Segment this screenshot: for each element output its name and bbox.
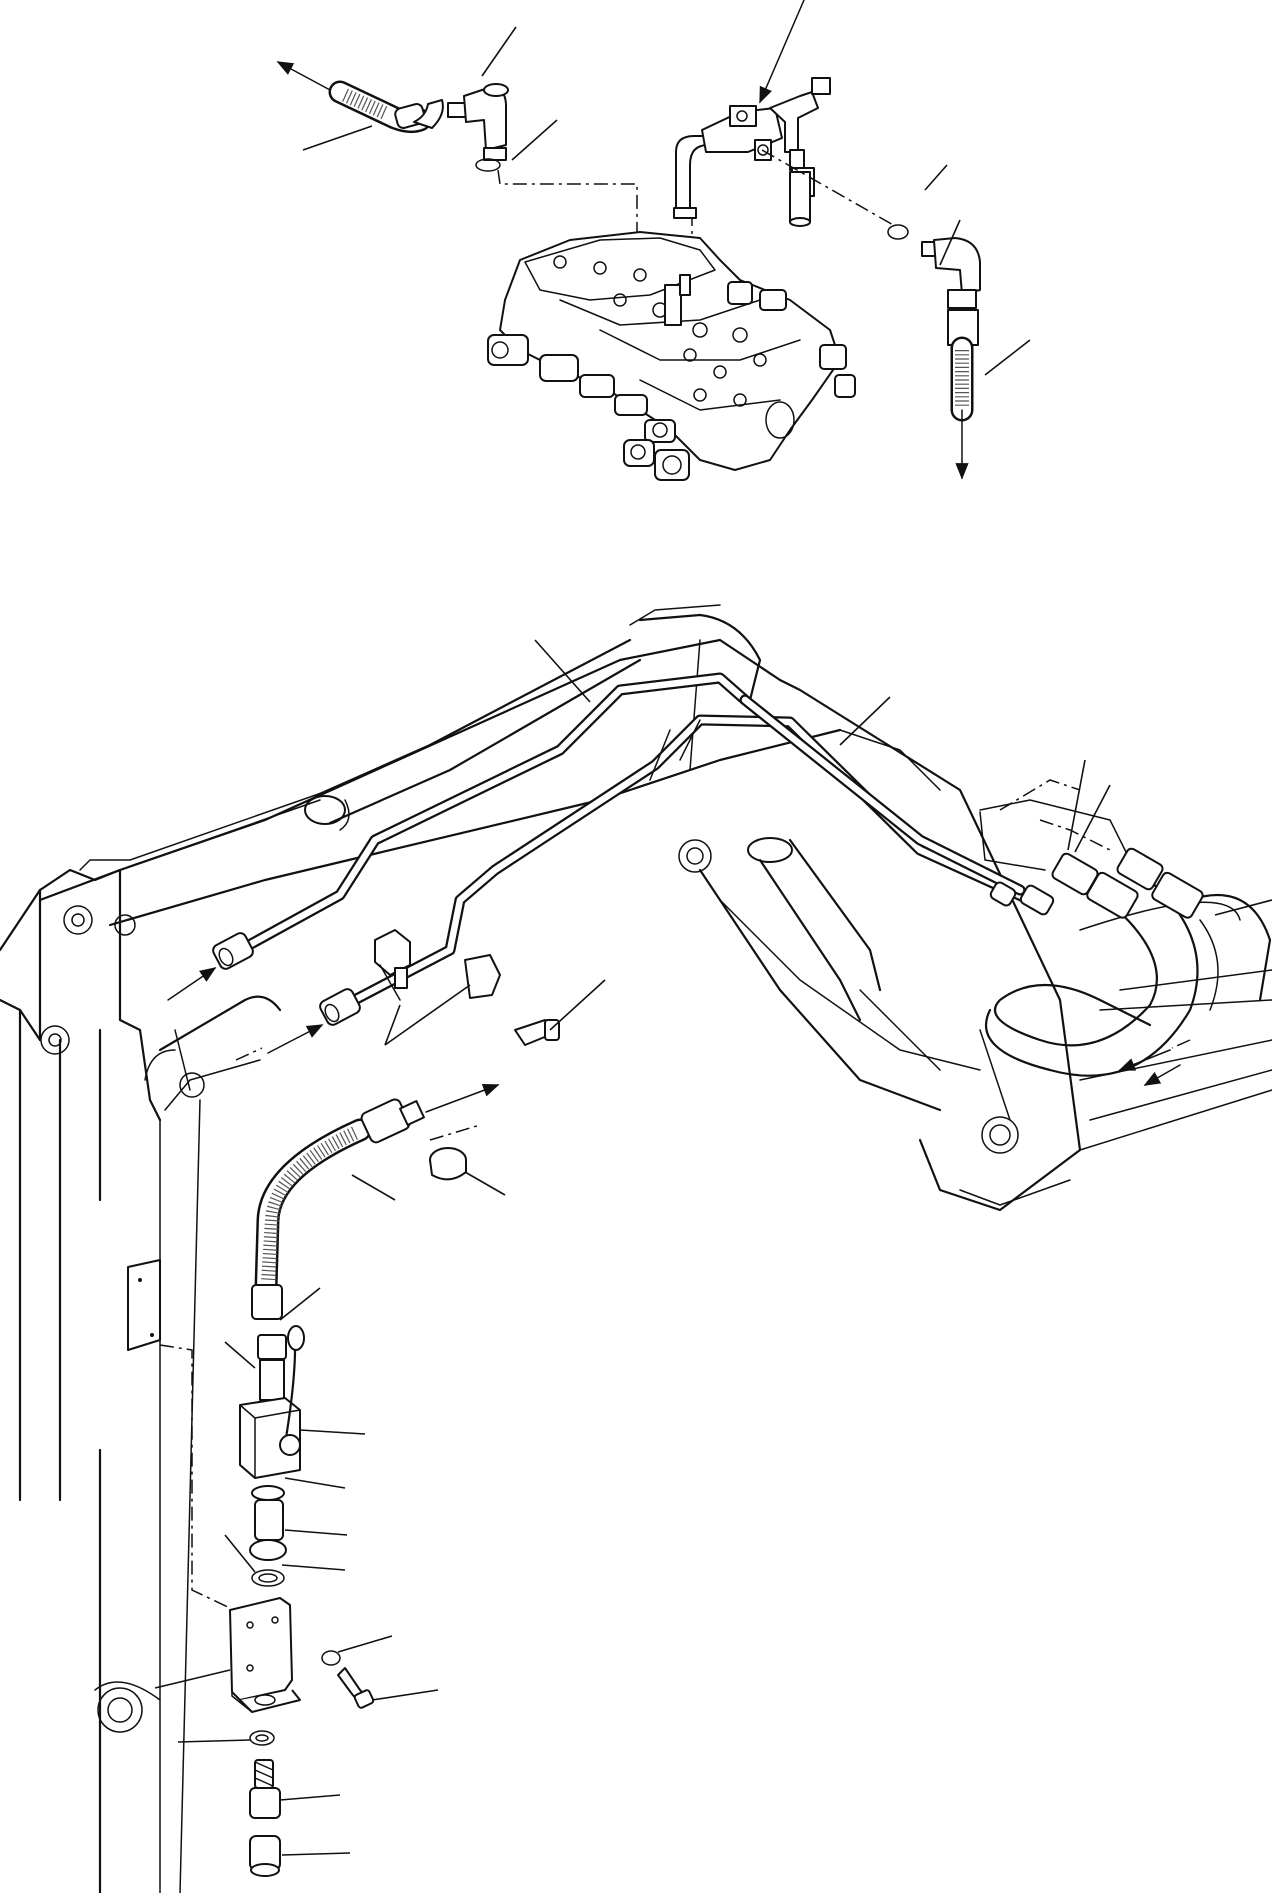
bracket-icon bbox=[229, 1597, 301, 1713]
boom-pipe-1-end bbox=[739, 694, 1055, 916]
o-ring-icon bbox=[475, 158, 501, 172]
fitting-icon bbox=[249, 1759, 281, 1819]
elbow-fitting-icon bbox=[921, 237, 981, 309]
ball-valve-icon bbox=[239, 1325, 305, 1587]
boom-cylinder bbox=[79, 638, 642, 871]
fitting-icon bbox=[1051, 847, 1204, 919]
hose-top-right bbox=[947, 309, 979, 422]
control-valve-icon bbox=[487, 231, 856, 481]
bolt-icon bbox=[337, 1667, 375, 1709]
o-ring-icon bbox=[249, 1730, 275, 1746]
tee-fitting-icon bbox=[673, 77, 831, 227]
nut-icon bbox=[249, 1835, 281, 1877]
cap-icon bbox=[429, 1147, 467, 1181]
boom-structure bbox=[38, 604, 1272, 1212]
clamp-icon bbox=[374, 929, 501, 1046]
elbow-fitting-icon bbox=[447, 83, 509, 161]
hose-top-left bbox=[328, 80, 444, 134]
boom-left-post bbox=[0, 868, 282, 1893]
bolt-icon bbox=[514, 979, 606, 1046]
boom-pipe-1 bbox=[212, 672, 751, 970]
washer-icon bbox=[321, 1650, 341, 1666]
o-ring-icon bbox=[887, 224, 909, 240]
hose-lower bbox=[251, 1098, 425, 1320]
